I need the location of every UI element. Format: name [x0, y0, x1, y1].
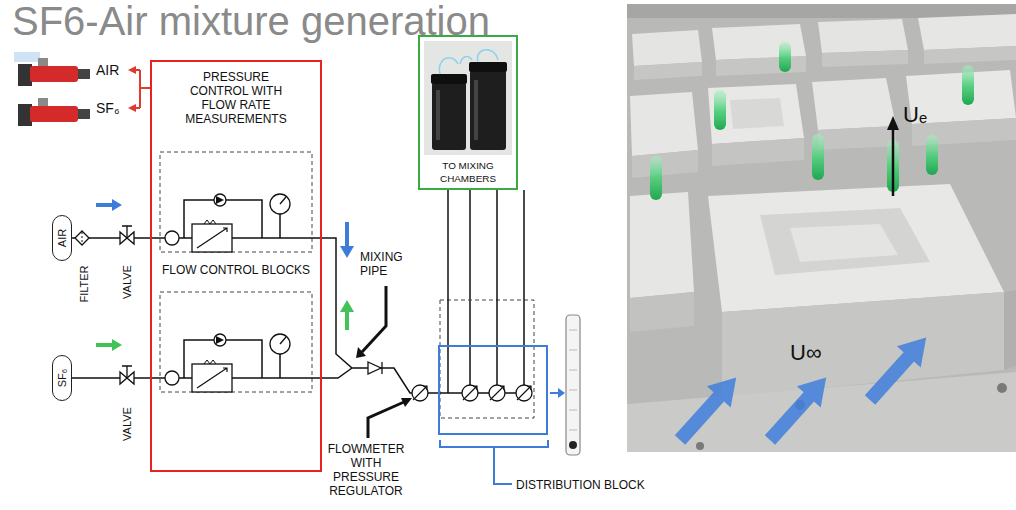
node-text: AIR: [56, 229, 68, 247]
gas-label: AIR: [96, 62, 119, 79]
valve-symbol: [120, 226, 134, 384]
component-label: FILTER: [78, 265, 91, 302]
measurement-arrows: [128, 66, 150, 112]
wind-arrow: [668, 327, 938, 451]
pipe-connector: [469, 190, 471, 345]
rotameter: [566, 315, 580, 455]
flow-control-block: [150, 152, 322, 252]
gas-bottle: AIR: [52, 215, 72, 261]
pipe-connector: [72, 377, 150, 379]
component-label: VALVE: [121, 407, 134, 441]
velocity-symbol: U∞: [790, 340, 822, 366]
block-caption: FLOW CONTROL BLOCKS: [162, 263, 310, 277]
tracer-plume: [650, 42, 974, 200]
exit-velocity-arrow: [887, 116, 899, 196]
slide-title: SF6-Air mixture generation: [12, 0, 490, 44]
mixing-chamber-photo: [424, 41, 512, 155]
distribution-manifold: [412, 190, 534, 418]
gas-label: SF₆: [96, 100, 120, 117]
flow-arrow: [96, 199, 354, 351]
callout-label: MIXING PIPE: [360, 250, 424, 278]
node-text: SF₆: [56, 369, 68, 388]
city-model-photo: [627, 4, 1016, 452]
flow-control-block: [150, 292, 322, 392]
filter-symbol: [75, 231, 89, 245]
component-label: VALVE: [121, 265, 134, 299]
velocity-symbol: Uₑ: [903, 102, 927, 128]
callout-arrow: [356, 286, 412, 438]
node-text: TO MIXING CHAMBERS: [421, 159, 515, 185]
pipe-connector: [322, 238, 438, 393]
distribution-block: DISTRIBUTION BLOCK: [438, 345, 548, 435]
node-text: DISTRIBUTION BLOCK: [516, 478, 645, 492]
callout-label: FLOWMETER WITH PRESSURE REGULATOR: [319, 442, 413, 498]
flowmeter-photo: [14, 52, 90, 126]
gas-bottle: SF₆: [52, 355, 72, 401]
node-text: PRESSURE CONTROL WITH FLOW RATE MEASUREM…: [180, 70, 292, 126]
mixing-pipe: [322, 362, 382, 378]
mixing-chamber-box: TO MIXING CHAMBERS: [418, 35, 518, 190]
